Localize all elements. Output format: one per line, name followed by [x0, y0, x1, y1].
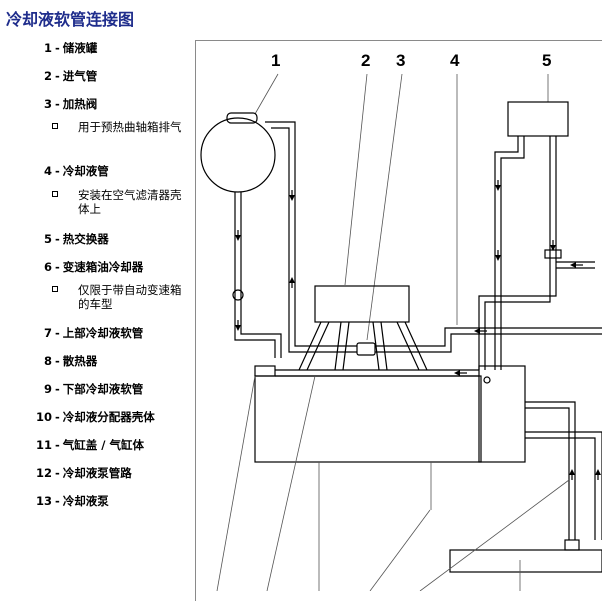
legend-label: 冷却液泵 [62, 494, 109, 508]
legend-item-9: 9-下部冷却液软管 [43, 382, 144, 396]
callout-2: 2 [361, 51, 370, 70]
legend-label: 变速箱油冷却器 [62, 260, 144, 274]
legend-item-13: 13-冷却液泵 [35, 494, 109, 508]
legend-label: 进气管 [62, 69, 98, 83]
legend-note-4: 安装在空气滤清器壳体上 [52, 188, 188, 216]
legend-item-8: 8-散热器 [43, 354, 98, 368]
legend-item-3: 3-加热阀 [43, 97, 98, 111]
page-title: 冷却液软管连接图 [6, 10, 135, 29]
legend-label: 冷却液分配器壳体 [62, 410, 155, 424]
legend-note-6: 仅限于带自动变速箱的车型 [52, 283, 188, 311]
coolant-hose-diagram: 1 2 3 4 5 [200, 51, 602, 591]
legend-item-11: 11-气缸盖 / 气缸体 [35, 438, 144, 452]
legend-note-3: 用于预热曲轴箱排气 [52, 120, 188, 134]
heat-exchanger [507, 101, 569, 137]
legend-item-7: 7-上部冷却液软管 [43, 326, 144, 340]
intake-manifold [314, 285, 410, 323]
callout-4: 4 [450, 51, 460, 70]
legend-label: 冷却液泵管路 [62, 466, 132, 480]
legend-label: 加热阀 [62, 97, 98, 111]
legend-item-4: 4-冷却液管 [43, 164, 109, 178]
callout-5: 5 [542, 51, 551, 70]
legend-item-1: 1-储液罐 [43, 41, 98, 55]
legend-label: 冷却液管 [62, 164, 109, 178]
legend-item-2: 2-进气管 [43, 69, 98, 83]
legend-label: 气缸盖 / 气缸体 [62, 438, 144, 452]
callout-3: 3 [396, 51, 405, 70]
bullet-icon [52, 191, 58, 197]
legend-label: 热交换器 [62, 232, 109, 246]
legend-item-5: 5-热交换器 [43, 232, 109, 246]
legend-label: 散热器 [62, 354, 98, 368]
reservoir-cap [226, 112, 258, 124]
bullet-icon [52, 123, 58, 129]
legend-label: 上部冷却液软管 [62, 326, 144, 340]
legend-item-12: 12-冷却液泵管路 [35, 466, 132, 480]
legend-label: 储液罐 [62, 41, 98, 55]
distributor-housing [478, 365, 526, 463]
radiator [254, 375, 482, 463]
cylinder-block [449, 549, 602, 573]
bullet-icon [52, 286, 58, 292]
callout-1: 1 [271, 51, 280, 70]
heater-valve [356, 342, 376, 356]
reservoir-tank [200, 117, 276, 193]
legend-item-6: 6-变速箱油冷却器 [43, 260, 144, 274]
legend-item-10: 10-冷却液分配器壳体 [35, 410, 155, 424]
diagram-frame [195, 40, 602, 601]
legend-label: 下部冷却液软管 [62, 382, 144, 396]
